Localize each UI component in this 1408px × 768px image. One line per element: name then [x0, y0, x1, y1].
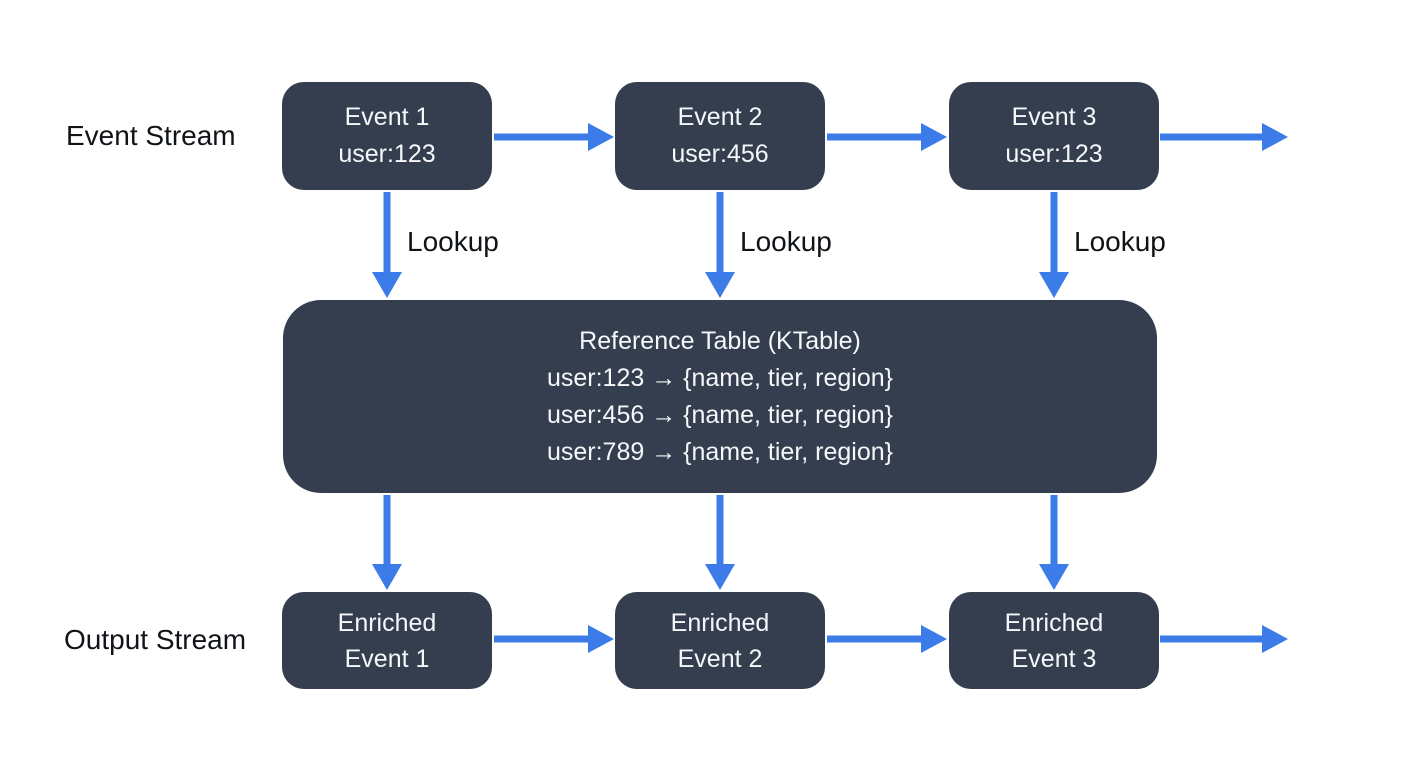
arrow-event3-out: [1160, 123, 1288, 151]
reference-table-entry: user:789 → {name, tier, region}: [546, 437, 894, 466]
reference-table: Reference Table (KTable) user:123 → {nam…: [283, 300, 1157, 493]
arrow-enriched2-to-enriched3: [827, 625, 947, 653]
reference-table-title: Reference Table (KTable): [579, 326, 861, 355]
lookup-label-3: Lookup: [1074, 226, 1166, 257]
event-title: Event 3: [1011, 103, 1097, 131]
lookup-label-2: Lookup: [740, 226, 832, 257]
enriched-event-box-2: Enriched Event 2: [615, 592, 825, 689]
lookup-arrow-1: [372, 192, 402, 298]
event-stream-label: Event Stream: [66, 120, 236, 151]
enriched-line2: Event 2: [677, 644, 763, 673]
event-key: user:456: [671, 140, 769, 168]
reference-table-entry: user:456 → {name, tier, region}: [546, 400, 894, 429]
enriched-event-box-3: Enriched Event 3: [949, 592, 1159, 689]
lookup-arrow-2: [705, 192, 735, 298]
arrow-enriched3-out: [1160, 625, 1288, 653]
table-to-output-arrow-2: [705, 495, 735, 590]
enriched-line2: Event 1: [344, 644, 430, 673]
enriched-line1: Enriched: [1004, 608, 1104, 637]
event-key: user:123: [338, 140, 436, 168]
lookup-label-1: Lookup: [407, 226, 499, 257]
arrow-enriched1-to-enriched2: [494, 625, 614, 653]
lookup-arrow-3: [1039, 192, 1069, 298]
enriched-line2: Event 3: [1011, 644, 1097, 673]
arrow-event2-to-event3: [827, 123, 947, 151]
event-box-2: Event 2 user:456: [615, 82, 825, 190]
event-key: user:123: [1005, 140, 1103, 168]
event-box-1: Event 1 user:123: [282, 82, 492, 190]
table-to-output-arrow-3: [1039, 495, 1069, 590]
event-title: Event 1: [344, 103, 430, 131]
event-title: Event 2: [677, 103, 763, 131]
enriched-event-box-1: Enriched Event 1: [282, 592, 492, 689]
arrow-event1-to-event2: [494, 123, 614, 151]
enriched-line1: Enriched: [337, 608, 437, 637]
enriched-line1: Enriched: [670, 608, 770, 637]
table-to-output-arrow-1: [372, 495, 402, 590]
event-box-3: Event 3 user:123: [949, 82, 1159, 190]
reference-table-entry: user:123 → {name, tier, region}: [546, 363, 894, 392]
output-stream-label: Output Stream: [64, 624, 247, 655]
